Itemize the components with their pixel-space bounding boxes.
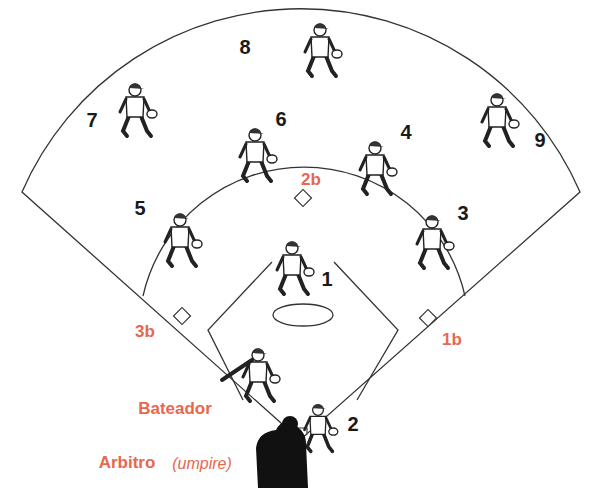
callout-number: 9: [534, 129, 545, 151]
field-label: Bateador: [138, 400, 212, 419]
callout-number: 1: [321, 268, 332, 290]
callout-number: 2: [347, 413, 358, 435]
field-label: 3b: [135, 323, 155, 342]
umpire-figure: [256, 416, 308, 488]
bases: [174, 190, 437, 439]
field-label: 1b: [442, 331, 462, 350]
callout-number: 4: [400, 121, 411, 143]
players: [120, 24, 519, 452]
field-label: 2b: [301, 171, 321, 190]
callout-number: 7: [86, 109, 97, 131]
field-lines: [22, 9, 580, 440]
field-label: Arbitro: [99, 454, 156, 473]
callout-number: 5: [134, 197, 145, 219]
callout-number: 6: [275, 108, 286, 130]
callout-number: 8: [239, 36, 250, 58]
field-label: (umpire): [172, 455, 232, 473]
callout-number: 3: [457, 202, 468, 224]
